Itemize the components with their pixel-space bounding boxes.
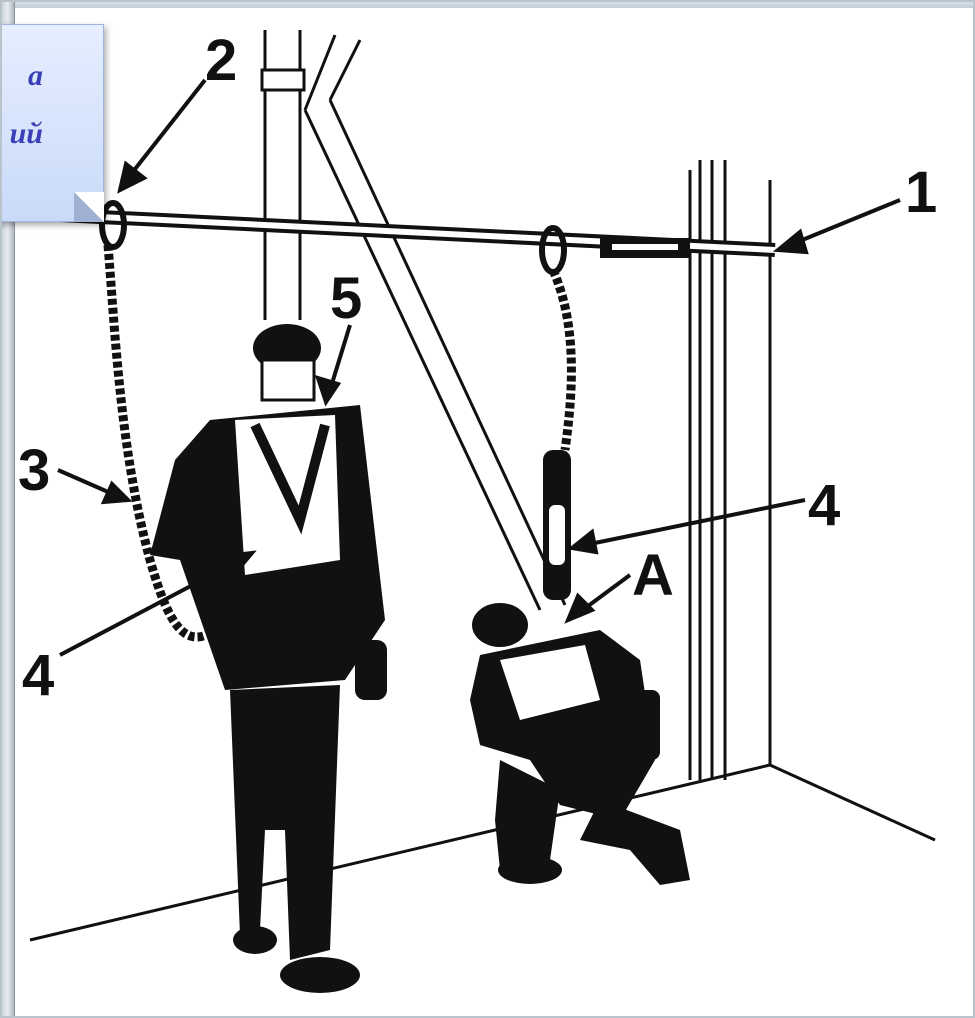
diagram-slide: 1 2 3 4 4 5 A а ий [0, 0, 975, 1018]
frame-border [0, 0, 975, 1018]
